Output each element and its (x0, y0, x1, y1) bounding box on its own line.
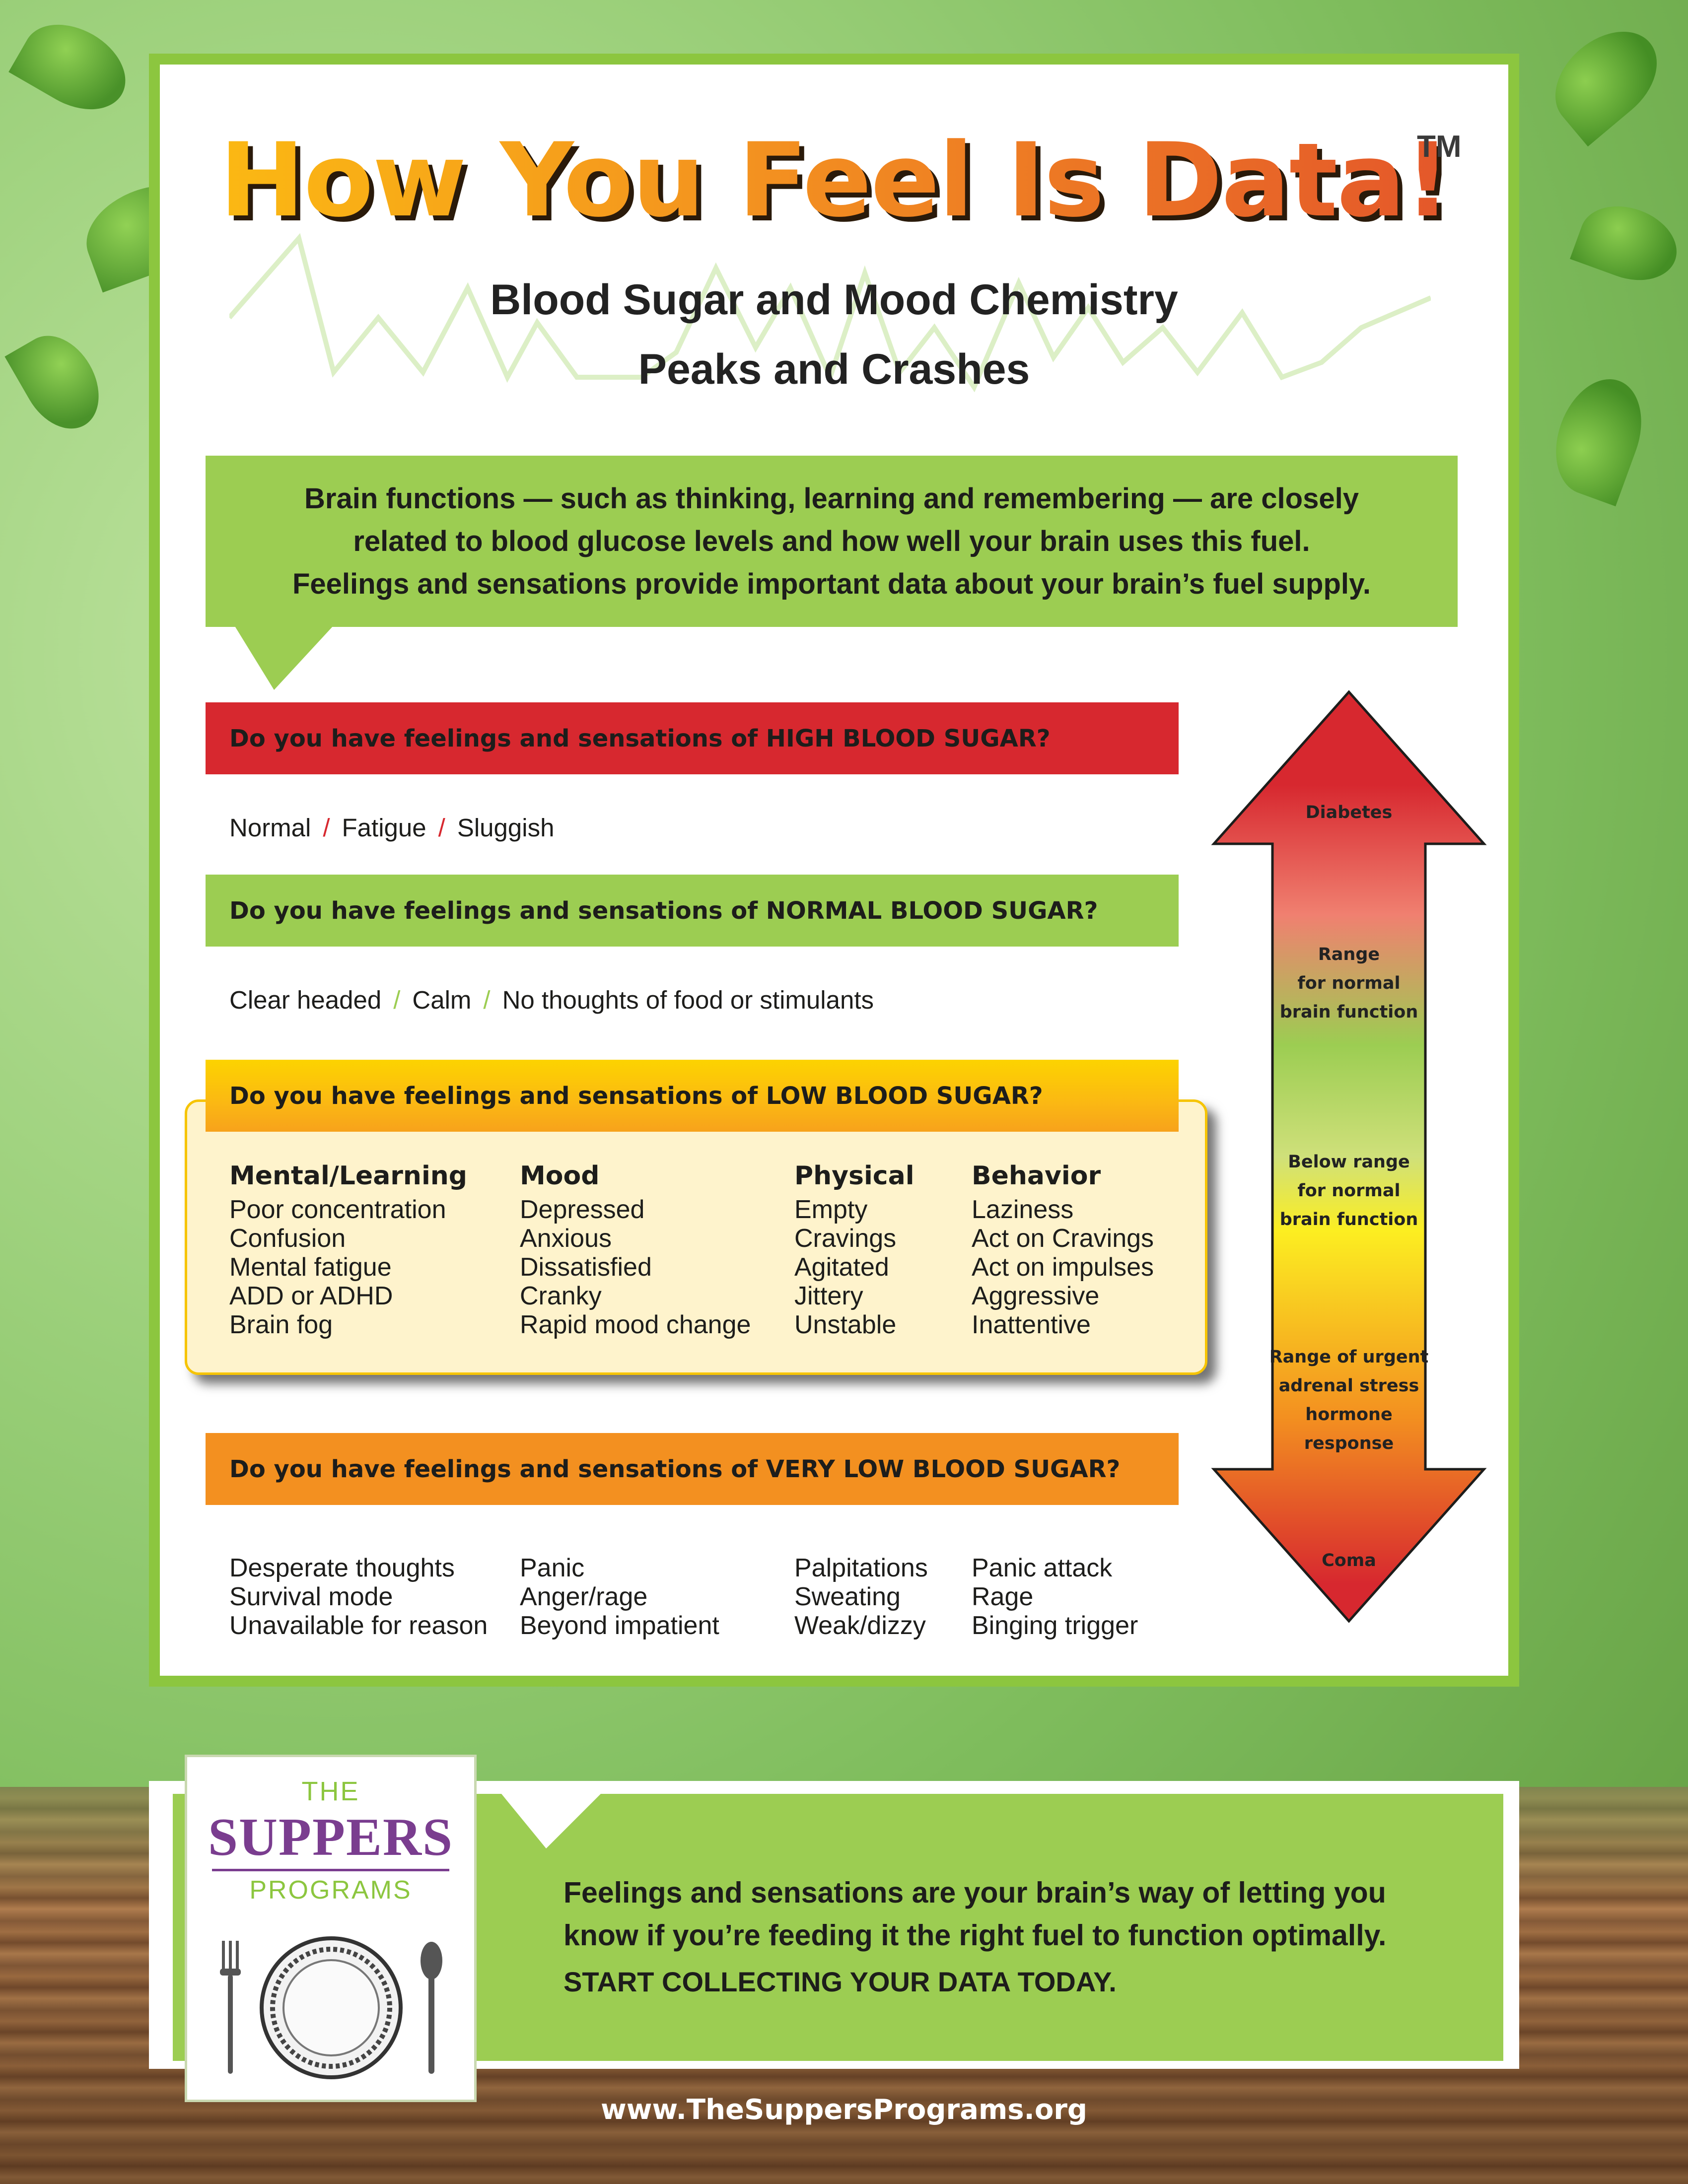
low-question-text: Do you have feelings and sensations of L… (229, 1082, 1043, 1110)
normal-blood-sugar-question: Do you have feelings and sensations of N… (206, 875, 1179, 947)
list-item: Weak/dizzy (794, 1611, 926, 1640)
footer-line-1: Feelings and sensations are your brain’s… (563, 1876, 1386, 1909)
very-low-column-4: Panic attack Rage Binging trigger (972, 1554, 1138, 1640)
column-heading: Mental/Learning (229, 1161, 468, 1191)
list-item: Unstable (794, 1310, 897, 1339)
very-low-blood-sugar-question: Do you have feelings and sensations of V… (206, 1433, 1179, 1505)
website-url[interactable]: www.TheSuppersPrograms.org (601, 2094, 1087, 2126)
intro-line-3: Feelings and sensations provide importan… (292, 567, 1371, 600)
list-item: Depressed (520, 1195, 645, 1224)
logo-suppers: SUPPERS (208, 1808, 454, 1867)
suppers-programs-logo: THE SUPPERS PROGRAMS (185, 1755, 477, 2102)
list-item: ADD or ADHD (229, 1282, 393, 1310)
list-item: Laziness (972, 1195, 1074, 1224)
logo-the: THE (301, 1776, 360, 1806)
list-item: Rapid mood change (520, 1310, 751, 1339)
footer-line-2: know if you’re feeding it the right fuel… (563, 1919, 1387, 1952)
list-item: Binging trigger (972, 1611, 1138, 1640)
high-answer: Fatigue (342, 814, 426, 842)
high-blood-sugar-question: Do you have feelings and sensations of H… (206, 702, 1179, 774)
very-low-column-2: Panic Anger/rage Beyond impatient (520, 1554, 719, 1640)
list-item: Panic (520, 1554, 585, 1582)
footer-callout-pointer (501, 1794, 601, 1848)
place-setting-icon (220, 1936, 442, 2079)
list-item: Beyond impatient (520, 1611, 719, 1640)
low-column-physical: Physical Empty Cravings Agitated Jittery… (794, 1161, 914, 1339)
list-item: Brain fog (229, 1310, 333, 1339)
normal-answer: Calm (412, 986, 472, 1014)
intro-callout-pointer (234, 625, 334, 690)
low-blood-sugar-panel (185, 1099, 1207, 1375)
scale-label-adrenal-stress: Range of urgent adrenal stress hormone r… (1269, 1347, 1429, 1453)
very-low-question-text: Do you have feelings and sensations of V… (229, 1455, 1121, 1483)
main-card: How You Feel Is Data! How You Feel Is Da… (149, 54, 1519, 1687)
list-item: Panic attack (972, 1554, 1113, 1582)
list-item: Cravings (794, 1224, 897, 1253)
low-column-behavior: Behavior Laziness Act on Cravings Act on… (972, 1161, 1154, 1339)
very-low-column-1: Desperate thoughts Survival mode Unavail… (229, 1554, 488, 1640)
list-item: Confusion (229, 1224, 346, 1253)
list-item: Aggressive (972, 1282, 1100, 1310)
list-item: Act on impulses (972, 1253, 1154, 1282)
zigzag-line-decoration (229, 233, 1431, 392)
double-arrow-icon (1211, 690, 1487, 1623)
low-blood-sugar-question: Do you have feelings and sensations of L… (206, 1060, 1179, 1132)
scale-label-coma: Coma (1322, 1551, 1376, 1570)
list-item: Inattentive (972, 1310, 1091, 1339)
page-title: How You Feel Is Data! (219, 122, 1451, 240)
low-column-mood: Mood Depressed Anxious Dissatisfied Cran… (520, 1161, 751, 1339)
high-answer: Sluggish (457, 814, 555, 842)
list-item: Rage (972, 1582, 1034, 1611)
intro-line-1: Brain functions — such as thinking, lear… (304, 482, 1359, 515)
footer-call-to-action: START COLLECTING YOUR DATA TODAY. (563, 1966, 1117, 1997)
list-item: Unavailable for reason (229, 1611, 488, 1640)
trademark-symbol: TM (1417, 130, 1462, 164)
high-answers: Normal/Fatigue/Sluggish (229, 814, 555, 842)
low-column-mental: Mental/Learning Poor concentration Confu… (229, 1161, 467, 1339)
high-question-text: Do you have feelings and sensations of H… (229, 724, 1051, 752)
list-item: Survival mode (229, 1582, 393, 1611)
normal-answer: No thoughts of food or stimulants (502, 986, 874, 1014)
list-item: Empty (794, 1195, 868, 1224)
scale-label-normal-range: Range for normal brain function (1279, 945, 1418, 1022)
subtitle-line-1: Blood Sugar and Mood Chemistry (490, 276, 1178, 324)
normal-question-text: Do you have feelings and sensations of N… (229, 896, 1098, 925)
list-item: Cranky (520, 1282, 602, 1310)
normal-answer: Clear headed (229, 986, 382, 1014)
intro-line-2: related to blood glucose levels and how … (353, 525, 1310, 557)
list-item: Agitated (794, 1253, 889, 1282)
subtitle-line-2: Peaks and Crashes (638, 345, 1030, 393)
scale-label-diabetes: Diabetes (1305, 803, 1393, 822)
list-item: Mental fatigue (229, 1253, 392, 1282)
list-item: Anxious (520, 1224, 612, 1253)
logo-programs: PROGRAMS (249, 1876, 412, 1905)
footer-message: Feelings and sensations are your brain’s… (563, 1871, 1386, 1957)
list-item: Anger/rage (520, 1582, 648, 1611)
very-low-column-3: Palpitations Sweating Weak/dizzy (794, 1554, 928, 1640)
list-item: Dissatisfied (520, 1253, 652, 1282)
list-item: Jittery (794, 1282, 863, 1310)
blood-sugar-scale-arrow: Diabetes Range for normal brain function… (1210, 690, 1488, 1623)
scale-label-below-range: Below range for normal brain function (1279, 1152, 1418, 1229)
list-item: Poor concentration (229, 1195, 446, 1224)
column-heading: Behavior (972, 1161, 1101, 1191)
column-heading: Mood (520, 1161, 600, 1191)
list-item: Sweating (794, 1582, 901, 1611)
list-item: Desperate thoughts (229, 1554, 455, 1582)
list-item: Palpitations (794, 1554, 928, 1582)
high-answer: Normal (229, 814, 311, 842)
list-item: Act on Cravings (972, 1224, 1154, 1253)
intro-callout: Brain functions — such as thinking, lear… (206, 456, 1458, 627)
column-heading: Physical (794, 1161, 914, 1191)
page-title-shadow: How You Feel Is Data! (224, 127, 1456, 245)
normal-answers: Clear headed/Calm/No thoughts of food or… (229, 986, 874, 1014)
logo-divider (212, 1869, 449, 1871)
